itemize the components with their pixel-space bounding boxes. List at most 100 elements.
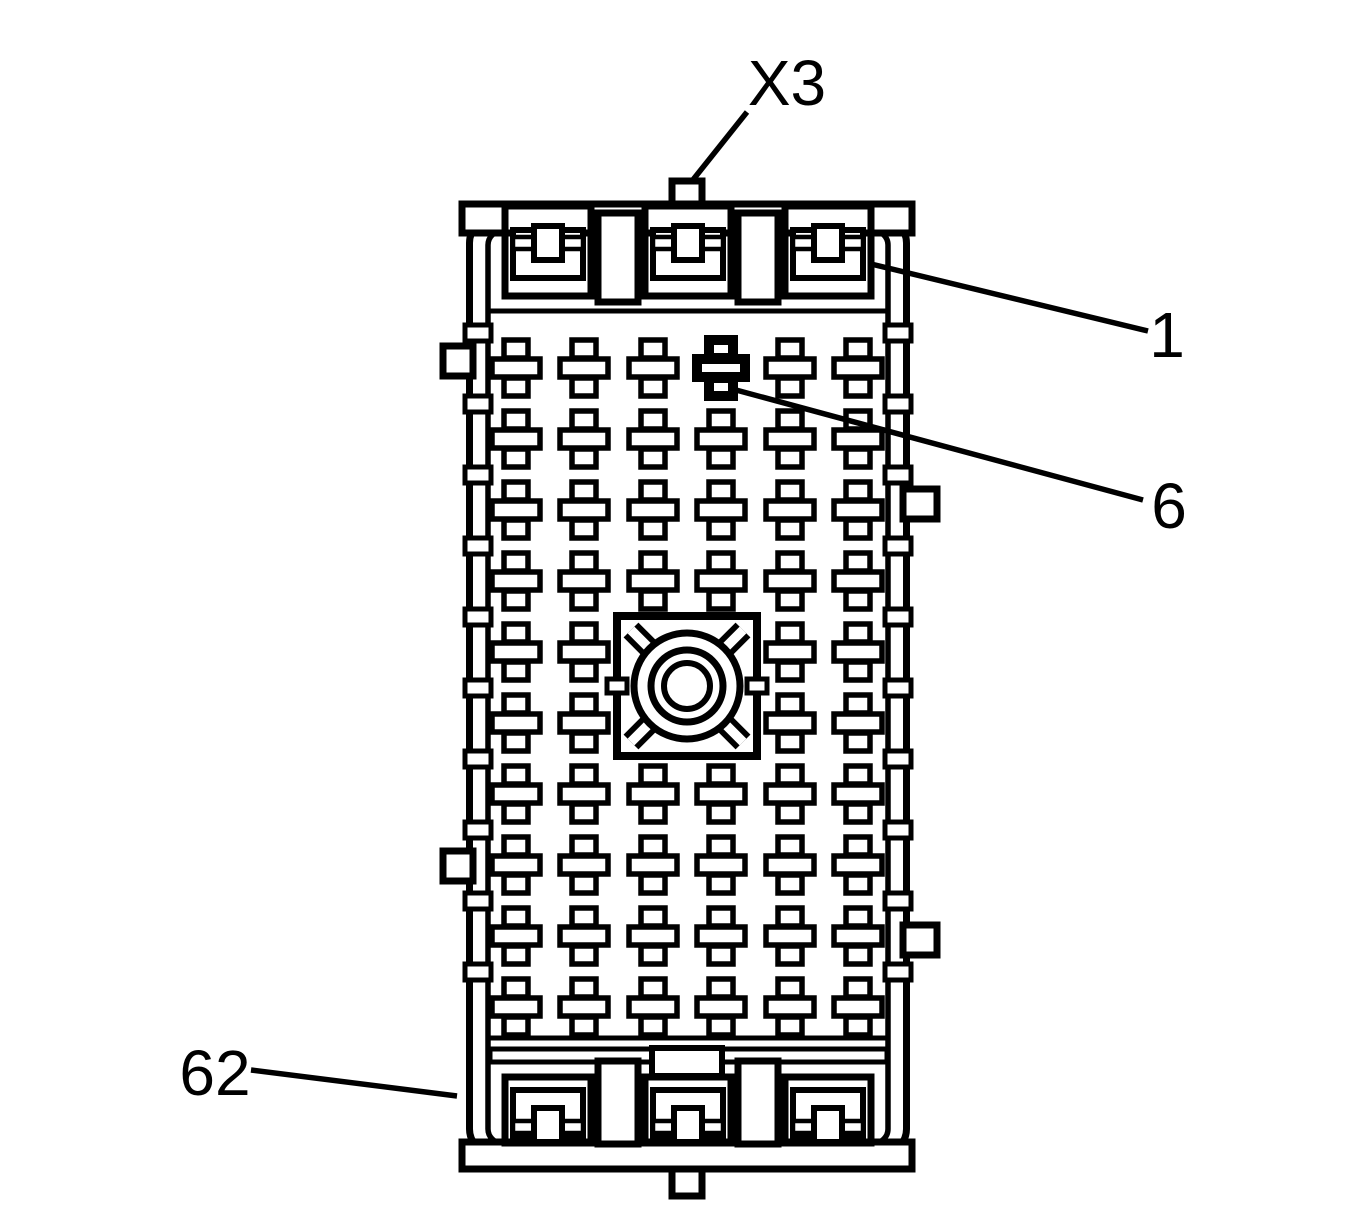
large-terminal-cavity	[501, 202, 595, 300]
top-assembly	[458, 177, 916, 306]
pin-terminal	[694, 763, 748, 825]
pin-terminal	[626, 763, 680, 825]
pin-top-slot	[569, 408, 599, 432]
bottom-cavities	[501, 1073, 875, 1147]
wall-tick	[462, 322, 494, 344]
pin-top-slot	[638, 479, 668, 503]
pin-cross-bar	[557, 640, 611, 664]
pin-cross-bar	[831, 427, 885, 451]
pin-terminal	[763, 834, 817, 896]
pin-top-slot	[501, 337, 531, 361]
pin-top-slot	[843, 621, 873, 645]
pin-cross-bar	[763, 640, 817, 664]
pin-cross-bar	[557, 427, 611, 451]
pin-cross-bar	[626, 782, 680, 806]
large-terminal-cavity	[641, 1073, 735, 1147]
pin-cross-bar	[763, 995, 817, 1019]
pin-bottom-slot	[843, 943, 873, 967]
pin-bottom-slot	[775, 730, 805, 754]
pin-cross-bar	[626, 356, 680, 380]
pin-top-slot	[706, 550, 736, 574]
pin-terminal-6-highlighted	[692, 335, 750, 401]
pin-cross-bar	[489, 995, 543, 1019]
pin-bottom-slot	[569, 730, 599, 754]
pin-bottom-slot	[569, 446, 599, 470]
pin-cross-bar	[831, 995, 885, 1019]
callout-label-cavity-62: 62	[179, 1037, 250, 1109]
pin-bottom-slot	[638, 1014, 668, 1038]
pin-top-slot	[706, 408, 736, 432]
pin-cross-bar	[557, 782, 611, 806]
pin-top-slot	[501, 905, 531, 929]
wall-tick	[462, 961, 494, 983]
wall-tick	[882, 890, 914, 912]
cavity-outer	[641, 202, 735, 300]
pin-top-slot	[501, 621, 531, 645]
pin-cross-bar	[831, 356, 885, 380]
pin-bottom-slot	[843, 446, 873, 470]
pin-top-slot	[638, 408, 668, 432]
bottom-slot	[734, 1057, 782, 1148]
cavity-tongue	[811, 1105, 845, 1145]
wall-tick	[882, 748, 914, 770]
pin-terminal	[694, 408, 748, 470]
pin-cross-bar	[763, 853, 817, 877]
pin-top-slot	[775, 408, 805, 432]
pin-top-slot	[638, 763, 668, 787]
pin-cross-bar	[763, 782, 817, 806]
pin-bottom-slot	[501, 517, 531, 541]
top-cavities	[501, 202, 875, 300]
pin-cross-bar	[489, 782, 543, 806]
pin-cross-bar	[626, 924, 680, 948]
pin-cross-bar	[831, 640, 885, 664]
cavity-tongue	[531, 223, 565, 263]
pin-bottom-slot	[706, 446, 736, 470]
pin-bottom-slot	[638, 375, 668, 399]
pin-terminal	[626, 905, 680, 967]
pin-top-slot	[843, 337, 873, 361]
boss-side-notch	[604, 676, 630, 696]
leader-line-6	[735, 387, 1144, 503]
pin-bottom-slot	[775, 588, 805, 612]
pin-bottom-slot	[775, 872, 805, 896]
pin-terminal	[489, 550, 543, 612]
pin-terminal	[557, 479, 611, 541]
pin-bottom-slot	[638, 588, 668, 612]
pin-terminal	[557, 621, 611, 683]
wall-tick	[882, 677, 914, 699]
pin-terminal	[831, 337, 885, 399]
pin-terminal	[489, 621, 543, 683]
pin-terminal	[694, 976, 748, 1038]
large-terminal-cavity	[641, 202, 735, 300]
pin-cross-bar	[557, 356, 611, 380]
pin-terminal	[831, 905, 885, 967]
pin-terminal	[694, 550, 748, 612]
wall-tick	[882, 393, 914, 415]
pin-bottom-slot	[843, 801, 873, 825]
pin-bottom-slot	[638, 872, 668, 896]
wall-tick	[462, 748, 494, 770]
pin-terminal	[489, 834, 543, 896]
cavity-tongue	[671, 1105, 705, 1145]
pin-top-slot	[843, 834, 873, 858]
pin-cross-bar	[557, 711, 611, 735]
wall-tick	[462, 535, 494, 557]
bottom-slot	[594, 1057, 642, 1148]
pin-terminal	[489, 763, 543, 825]
pin-top-slot	[569, 763, 599, 787]
pin-bottom-slot	[843, 659, 873, 683]
pin-top-slot	[569, 834, 599, 858]
pin-bottom-slot	[775, 801, 805, 825]
large-terminal-cavity	[781, 202, 875, 300]
pin-bottom-slot	[501, 375, 531, 399]
pin-bottom-slot	[706, 588, 736, 612]
pin-cross-bar	[694, 995, 748, 1019]
pin-top-slot	[638, 834, 668, 858]
pin-cross-bar	[694, 569, 748, 593]
pin-cross-bar	[831, 782, 885, 806]
cavity-outer	[501, 202, 595, 300]
pin-terminal	[831, 834, 885, 896]
pin-bottom-slot	[706, 1014, 736, 1038]
pin-cross-bar	[831, 853, 885, 877]
